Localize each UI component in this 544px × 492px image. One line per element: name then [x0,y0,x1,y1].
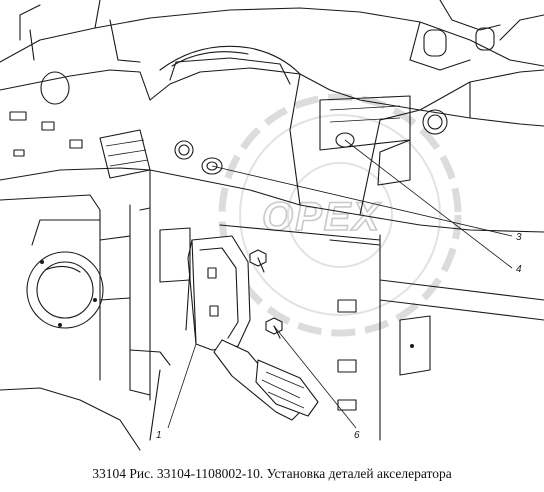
dashboard-panel [0,0,544,233]
figure-caption: 33104 Рис. 33104-1108002-10. Установка д… [92,466,452,481]
callout-4: 4 [516,264,522,275]
watermark-text: OPEX [262,195,381,239]
mounting-bolt-lower [265,317,283,339]
accelerator-pedal [185,235,319,421]
accelerator-assembly-drawing: OPEX [0,0,544,451]
callout-1: 1 [156,430,162,441]
mounting-bolt-upper [249,249,267,273]
floor-panel [219,224,544,441]
pedal-pad [255,359,319,417]
callout-3: 3 [516,232,522,243]
leader-lines [167,139,513,429]
callout-6: 6 [354,430,360,441]
watermark-logo: OPEX [218,93,462,337]
left-support-bracket [0,169,191,451]
